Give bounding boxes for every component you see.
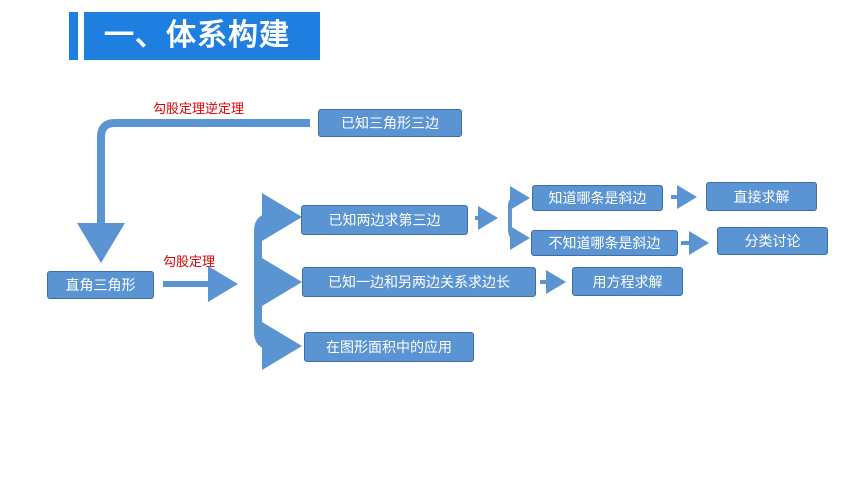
know-hypotenuse-box: 知道哪条是斜边: [532, 185, 663, 211]
known-three-sides-box: 已知三角形三边: [318, 109, 462, 137]
unknown-hypotenuse-box: 不知道哪条是斜边: [531, 230, 678, 256]
converse-label: 勾股定理逆定理: [153, 102, 245, 117]
theorem-label: 勾股定理: [163, 255, 216, 270]
converse-arrow: [77, 119, 310, 263]
direct-solve-box: 直接求解: [706, 182, 817, 211]
area-application-box: 在图形面积中的应用: [304, 332, 474, 362]
one-side-relation-box: 已知一边和另两边关系求边长: [302, 267, 536, 297]
title-accent-bar: [69, 12, 78, 60]
two-sides-third-box: 已知两边求第三边: [301, 205, 468, 235]
page-title: 一、体系构建: [84, 12, 320, 60]
case-discussion-box: 分类讨论: [717, 227, 828, 255]
equation-solve-box: 用方程求解: [572, 267, 683, 296]
right-triangle-box: 直角三角形: [47, 271, 154, 299]
sub-bracket: [508, 196, 524, 240]
